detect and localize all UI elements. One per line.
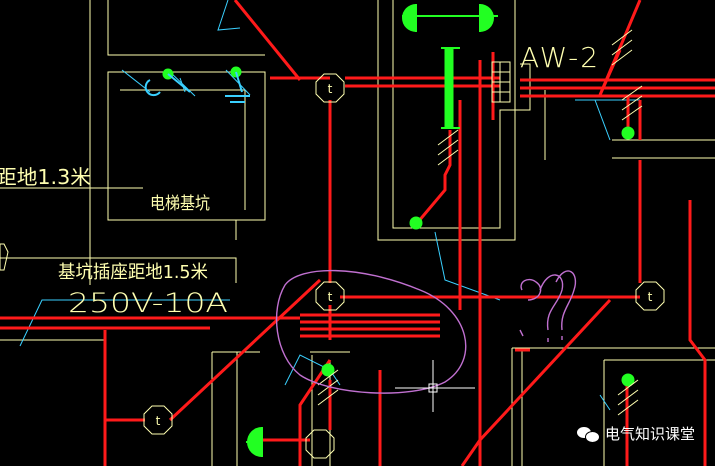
height-label: 距地1.3米 (0, 165, 91, 189)
wire-ticks (317, 29, 643, 416)
wechat-icon (576, 425, 600, 443)
leader-lines (19, 0, 640, 411)
detector-label: t (328, 82, 333, 96)
detector-symbol-4: t (143, 405, 173, 435)
drawing-labels: AW-2 距地1.3米 电梯基坑 基坑插座距地1.5米 250V-10A (0, 41, 600, 319)
detector-label: t (648, 290, 653, 304)
pit-label: 电梯基坑 (150, 194, 210, 214)
watermark-text: 电气知识课堂 (604, 425, 695, 443)
crosshair-cursor (395, 360, 475, 412)
detector-symbol-3: t (635, 281, 665, 311)
detector-symbol-6 (0, 243, 9, 271)
detector-symbol-1: t (315, 73, 345, 103)
green-devices (162, 4, 635, 457)
detector-symbol-2: t (315, 281, 345, 311)
sketch-annotation (275, 269, 577, 394)
switch-strokes (144, 71, 250, 103)
panel-label: AW-2 (520, 41, 600, 74)
socket-rating-label: 250V-10A (68, 288, 228, 319)
detector-symbol-5 (305, 429, 335, 459)
watermark: 电气知识课堂 (576, 423, 695, 444)
detector-label: t (156, 414, 161, 428)
detectors: t t t t (0, 73, 665, 459)
pit-socket-label: 基坑插座距地1.5米 (58, 262, 208, 283)
detector-label: t (328, 290, 333, 304)
